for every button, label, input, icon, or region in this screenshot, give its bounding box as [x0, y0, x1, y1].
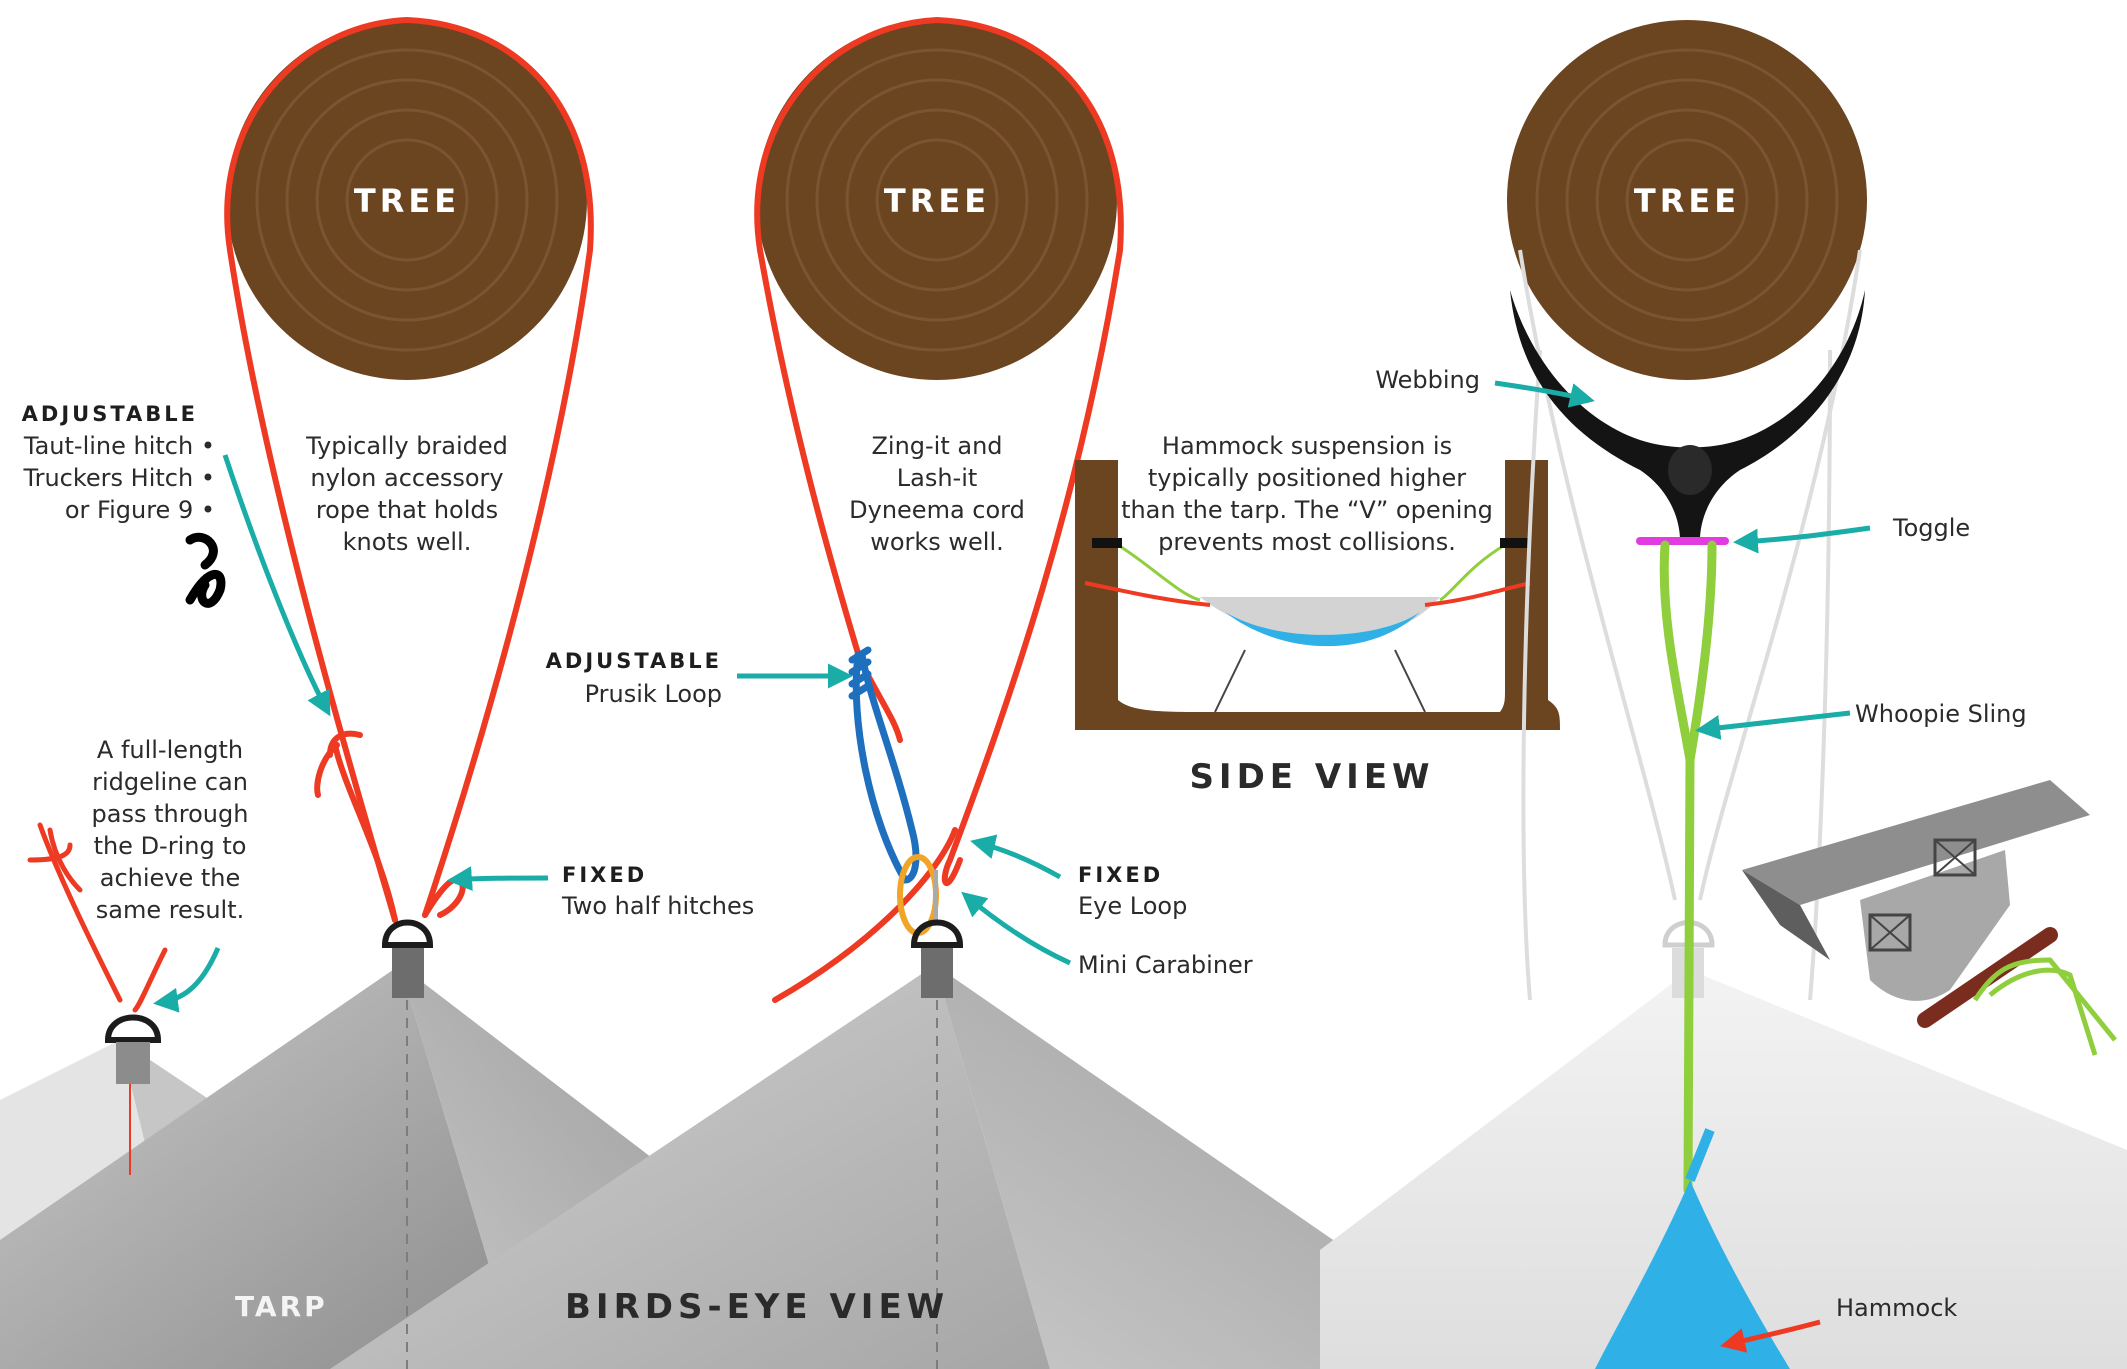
tree-label-3: TREE	[1634, 182, 1740, 220]
ridgeline-far-left	[27, 822, 168, 1013]
hammock-label: Hammock	[1836, 1294, 1957, 1322]
left-adjustable-heading: ADJUSTABLE	[22, 402, 198, 426]
arrow-carabiner	[961, 891, 1072, 966]
side-note-4: prevents most collisions.	[1158, 528, 1456, 556]
side-view-label: SIDE VIEW	[1189, 757, 1434, 797]
arrow-ridgeline	[153, 947, 221, 1013]
cord-note-1: Zing-it and	[871, 432, 1002, 460]
arrow-fixed-middle	[970, 834, 1062, 880]
ridgeline-note-1: A full-length	[97, 736, 243, 764]
middle-fixed-heading: FIXED	[1078, 863, 1163, 887]
left-adjustable-line-1: Taut-line hitch •	[23, 432, 215, 460]
whoopie-label: Whoopie Sling	[1855, 700, 2027, 728]
left-fixed-text: Two half hitches	[561, 892, 754, 920]
left-adjustable-line-2: Truckers Hitch •	[22, 464, 215, 492]
prusik-text: Prusik Loop	[585, 680, 722, 708]
rope-left	[224, 16, 594, 923]
side-note-2: typically positioned higher	[1148, 464, 1466, 492]
webbing-label: Webbing	[1375, 366, 1480, 394]
hammock-end	[1595, 1128, 1790, 1369]
webbing	[1510, 290, 1865, 540]
tarp-right-faint	[1320, 970, 2127, 1369]
d-ring-middle	[910, 919, 964, 998]
rope-note-3: rope that holds	[316, 496, 498, 524]
cord-note-2: Lash-it	[897, 464, 978, 492]
cord-note-4: works well.	[870, 528, 1004, 556]
prusik-loop	[848, 646, 920, 884]
rope-note-1: Typically braided	[305, 432, 508, 460]
ridgeline-note-6: same result.	[96, 896, 245, 924]
whoopie-sling	[1659, 540, 1717, 1195]
ridgeline-note-4: the D-ring to	[94, 832, 247, 860]
carabiner-text: Mini Carabiner	[1078, 951, 1253, 979]
side-note-3: than the tarp. The “V” opening	[1121, 496, 1493, 524]
handwritten-mark	[185, 532, 226, 608]
birds-eye-view-label: BIRDS-EYE VIEW	[565, 1287, 949, 1327]
tarp-label: TARP	[235, 1290, 328, 1323]
side-view-diagram	[1075, 460, 1560, 730]
arrow-toggle	[1733, 525, 1871, 554]
tree-label-2: TREE	[884, 182, 990, 220]
rope-note-4: knots well.	[343, 528, 472, 556]
toggle-label: Toggle	[1892, 514, 1970, 542]
tree-1: TREE	[227, 20, 587, 380]
tree-3: TREE	[1507, 20, 1867, 380]
cord-note-3: Dyneema cord	[849, 496, 1025, 524]
arrow-adjustable-left	[222, 454, 331, 717]
middle-fixed-text: Eye Loop	[1078, 892, 1187, 920]
ridgeline-note-3: pass through	[92, 800, 249, 828]
arrow-hammock	[1720, 1319, 1821, 1353]
ridgeline-note-2: ridgeline can	[92, 768, 248, 796]
toggle-illustration	[1742, 780, 2117, 1056]
d-ring-left	[381, 919, 434, 998]
arrow-fixed-left	[447, 866, 549, 892]
left-fixed-heading: FIXED	[562, 863, 647, 887]
arrow-webbing	[1494, 380, 1595, 408]
prusik-heading: ADJUSTABLE	[546, 649, 722, 673]
tree-label-1: TREE	[354, 182, 460, 220]
tree-2: TREE	[757, 20, 1117, 380]
side-note-1: Hammock suspension is	[1162, 432, 1452, 460]
rope-note-2: nylon accessory	[310, 464, 503, 492]
annotation-arrows	[153, 380, 1871, 1013]
ridgeline-note-5: achieve the	[100, 864, 241, 892]
d-ring-far-left	[104, 1014, 162, 1084]
left-adjustable-line-3: or Figure 9 •	[65, 496, 215, 524]
arrow-whoopie	[1695, 710, 1851, 740]
